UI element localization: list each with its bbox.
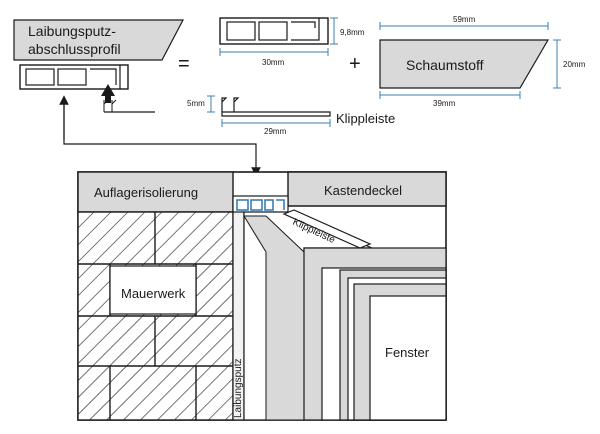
box-cover-label: Kastendeckel <box>324 183 402 198</box>
section-view: Auflagerisolierung Kastendeckel Maue <box>77 171 447 421</box>
box-cover-block <box>287 171 447 207</box>
profile-label-box: Laibungsputz- abschlussprofil <box>13 19 184 61</box>
masonry-label-box <box>109 265 197 315</box>
clip-strip-drawing: 5mm 29mm Klippleiste <box>187 95 395 136</box>
reveal-plaster-label: Laibungsputz <box>233 359 244 419</box>
support-insulation-label: Auflagerisolierung <box>94 185 198 200</box>
foam-bottom-width-dim: 39mm <box>433 99 456 108</box>
window-glass <box>369 295 447 421</box>
insert-arrow-icon <box>101 84 115 103</box>
connector-arrow <box>63 97 261 177</box>
clip-height-dim: 5mm <box>187 99 205 108</box>
masonry-label: Mauerwerk <box>121 286 186 301</box>
profile-drawing: 9,8mm 30mm <box>219 17 365 67</box>
foam-label: Schaumstoff <box>406 57 484 73</box>
profile-width-dim: 30mm <box>262 58 285 67</box>
profile-label-line1: Laibungsputz- <box>28 23 116 39</box>
window-label: Fenster <box>385 345 430 360</box>
foam-top-width-dim: 59mm <box>453 15 476 24</box>
plus-sign: + <box>349 53 361 75</box>
foam-height-dim: 20mm <box>563 60 586 69</box>
clip-strip-section <box>282 209 372 249</box>
profile-label-line2: abschlussprofil <box>28 41 121 57</box>
foam-block: 59mm Schaumstoff 20mm 39mm <box>379 15 586 108</box>
clip-label: Klippleiste <box>336 111 395 126</box>
profile-in-section <box>232 195 289 215</box>
equals-sign: = <box>178 53 190 75</box>
profile-height-dim: 9,8mm <box>340 28 365 37</box>
clip-width-dim: 29mm <box>264 127 287 136</box>
profile-section-left <box>19 64 155 113</box>
